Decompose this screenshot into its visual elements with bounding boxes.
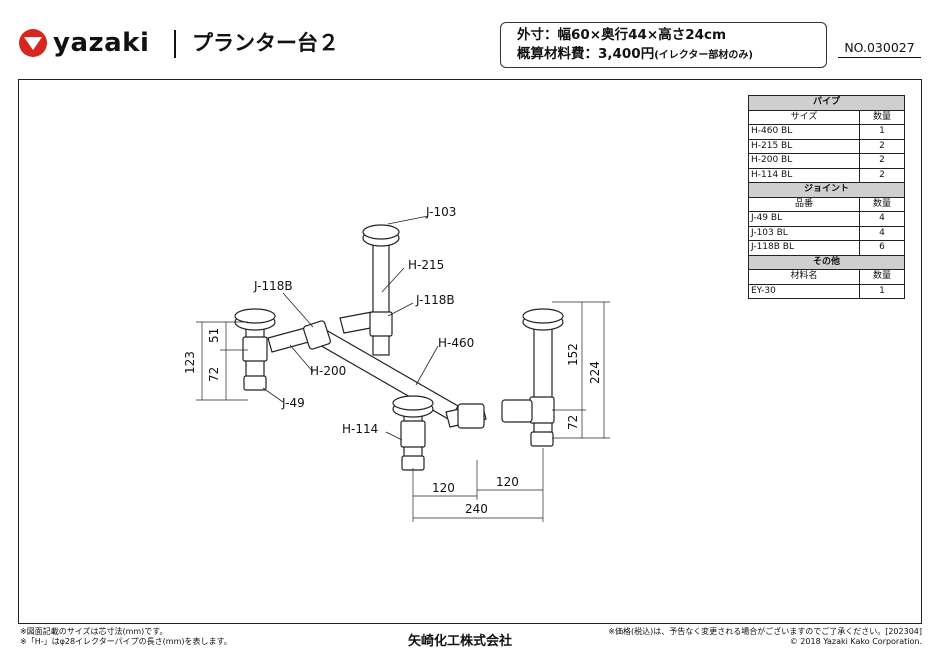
table-column-header: 品番数量 xyxy=(748,196,905,212)
material-cost-value: 概算材料費：3,400円 xyxy=(517,46,655,62)
label-j118b-left: J-118B xyxy=(253,279,293,293)
section-title: その他 xyxy=(748,254,905,270)
section-title: ジョイント xyxy=(748,182,905,198)
label-j118b-right: J-118B xyxy=(415,293,455,307)
dim-120-right: 120 xyxy=(496,475,519,489)
price-disclaimer: ※価格(税込)は、予告なく変更される場合がございますのでご了承ください。[202… xyxy=(608,627,922,636)
title-separator xyxy=(174,30,176,58)
dim-152: 152 xyxy=(566,343,580,366)
section-title: パイプ xyxy=(748,95,905,111)
part-quantity: 1 xyxy=(859,124,905,140)
dim-72-left: 72 xyxy=(207,367,221,382)
copyright: © 2018 Yazaki Kako Corporation. xyxy=(789,637,922,646)
dim-224: 224 xyxy=(588,361,602,384)
drawing-frame xyxy=(18,79,922,624)
part-name: H-114 BL xyxy=(748,167,860,183)
joint-j118b-right xyxy=(529,396,555,424)
joint-j49-left xyxy=(243,375,267,391)
cap-j103-front xyxy=(392,395,434,411)
material-cost: 概算材料費：3,400円(イレクター部材のみ) xyxy=(517,45,810,65)
table-section-header: パイプ xyxy=(748,95,905,111)
cap-j103-right xyxy=(522,308,564,324)
cap-j103-left xyxy=(234,308,276,324)
joint-j49-right xyxy=(530,431,554,447)
footer-note-dimensions: ※図面記載のサイズは芯寸法(mm)です。 xyxy=(20,627,168,636)
column-qty-header: 数量 xyxy=(859,269,905,285)
joint-j118b-right-side xyxy=(501,399,533,423)
joint-j118b-front xyxy=(400,420,426,448)
label-j49: J-49 xyxy=(281,396,305,410)
part-name: EY-30 xyxy=(748,283,860,299)
joint-j118b-left xyxy=(242,336,268,362)
table-column-header: サイズ数量 xyxy=(748,109,905,125)
joint-j118b-mid xyxy=(303,320,331,350)
footer-note-pipe: ※「H-」はφ28イレクターパイプの長さ(mm)を表します。 xyxy=(20,637,232,646)
dim-240: 240 xyxy=(465,502,488,516)
label-j103: J-103 xyxy=(425,205,456,219)
drawing-number: NO.030027 xyxy=(838,40,921,58)
column-qty-header: 数量 xyxy=(859,109,905,125)
table-section-header: その他 xyxy=(748,254,905,270)
table-section-header: ジョイント xyxy=(748,182,905,198)
company-name: 矢崎化工株式会社 xyxy=(408,634,513,649)
table-column-header: 材料名数量 xyxy=(748,269,905,285)
label-h215: H-215 xyxy=(408,258,444,272)
pipe-h215-back xyxy=(372,242,390,356)
yazaki-logo-icon xyxy=(19,29,47,57)
part-name: H-200 BL xyxy=(748,153,860,169)
material-cost-note: (イレクター部材のみ) xyxy=(654,50,753,61)
column-qty-header: 数量 xyxy=(859,196,905,212)
part-quantity: 2 xyxy=(859,167,905,183)
logo-text: yazaki xyxy=(53,28,150,58)
part-quantity: 4 xyxy=(859,225,905,241)
dim-72-right: 72 xyxy=(566,415,580,430)
part-quantity: 6 xyxy=(859,240,905,256)
joint-j118b-mid-right xyxy=(457,403,485,429)
joint-j49-front xyxy=(401,455,425,471)
cap-j103-back xyxy=(362,224,400,240)
column-name-header: 材料名 xyxy=(748,269,860,285)
page-title: プランター台２ xyxy=(192,31,339,55)
part-name: J-103 BL xyxy=(748,225,860,241)
part-quantity: 2 xyxy=(859,138,905,154)
brand-logo: yazaki xyxy=(18,28,149,58)
joint-j118b-back xyxy=(369,311,393,337)
part-name: J-49 BL xyxy=(748,211,860,227)
part-name: H-215 BL xyxy=(748,138,860,154)
dim-120-left: 120 xyxy=(432,481,455,495)
part-name: J-118B BL xyxy=(748,240,860,256)
part-quantity: 1 xyxy=(859,283,905,299)
label-h460: H-460 xyxy=(438,336,474,350)
dim-51: 51 xyxy=(207,328,221,343)
part-quantity: 2 xyxy=(859,153,905,169)
column-name-header: サイズ xyxy=(748,109,860,125)
part-name: H-460 BL xyxy=(748,124,860,140)
label-h114: H-114 xyxy=(342,422,378,436)
part-quantity: 4 xyxy=(859,211,905,227)
column-name-header: 品番 xyxy=(748,196,860,212)
dim-123: 123 xyxy=(183,351,197,374)
label-h200: H-200 xyxy=(310,364,346,378)
outer-dimensions: 外寸：幅60×奥行44×高さ24cm xyxy=(517,27,727,43)
spec-box: 外寸：幅60×奥行44×高さ24cm 概算材料費：3,400円(イレクター部材の… xyxy=(500,22,827,68)
